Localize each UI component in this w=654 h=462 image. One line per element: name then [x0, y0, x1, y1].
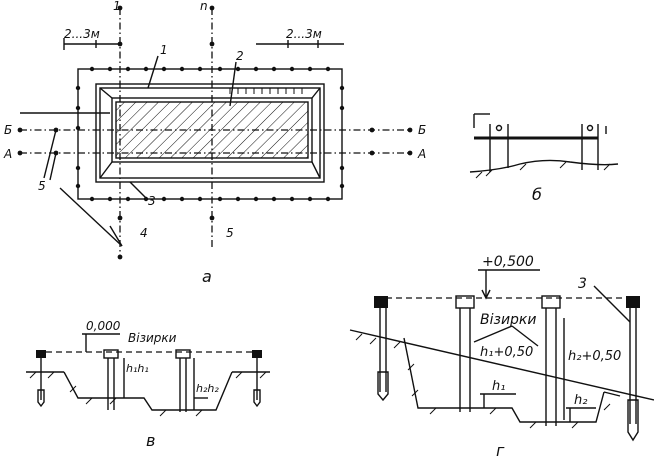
h1-plus-label: h₁+0,50	[480, 345, 533, 360]
h2h2-label: h₂h₂	[196, 382, 219, 395]
h1-g-label: h₁	[492, 379, 505, 394]
visirki-v-label: Візирки	[128, 331, 177, 345]
axis-B-right-label: Б	[418, 123, 426, 137]
axis-1-label: 1	[113, 0, 121, 13]
callout-5-bottom-label: 5	[226, 226, 234, 240]
pit-slope-edge	[99, 87, 321, 179]
h2-g-label: h₂	[574, 393, 587, 408]
callout-3-g-label: 3	[578, 276, 587, 292]
caption-a: а	[202, 267, 212, 286]
callout-5-left-label: 5	[38, 179, 46, 193]
h2-plus-label: h₂+0,50	[568, 349, 621, 364]
stake-frame	[77, 68, 343, 200]
pit-profile-v	[63, 371, 233, 411]
axis-A-left-label: А	[3, 147, 12, 161]
ground-slope-g	[349, 329, 654, 401]
pit-top-edge	[95, 83, 325, 183]
pit-section-figure-v: 0,000 Візирки h₁h₁ h₂h₂ в	[26, 319, 270, 450]
dim-right-label: 2...3м	[286, 27, 322, 41]
section-figure-b: б	[469, 113, 619, 204]
pit-section-figure-g: +0,500 3 Візирки h₁+0,50 h₂+0,50 h₁ h₂ г	[349, 254, 654, 460]
caption-g: г	[496, 441, 505, 460]
axis-A-right-label: А	[417, 147, 426, 161]
callout-4-label: 4	[140, 226, 148, 240]
callout-1-label: 1	[160, 43, 168, 57]
callout-3-label: 3	[148, 194, 156, 208]
level-000-label: 0,000	[86, 319, 121, 333]
visirki-g-label: Візирки	[480, 312, 536, 328]
plan-figure-a: 2...3м 2...3м 1 n Б Б А А 1 2 3 5 4 5 а	[3, 0, 426, 286]
frame-stakes	[75, 66, 345, 202]
caption-v: в	[146, 431, 155, 450]
callout-2-label: 2	[236, 49, 244, 63]
pit-profile-g	[403, 337, 605, 423]
caption-b: б	[532, 185, 542, 204]
axis-B-left-label: Б	[4, 123, 12, 137]
h1h1-label: h₁h₁	[126, 362, 149, 375]
level-500-label: +0,500	[482, 254, 534, 270]
dim-left-label: 2...3м	[64, 27, 100, 41]
axis-n-label: n	[200, 0, 208, 13]
